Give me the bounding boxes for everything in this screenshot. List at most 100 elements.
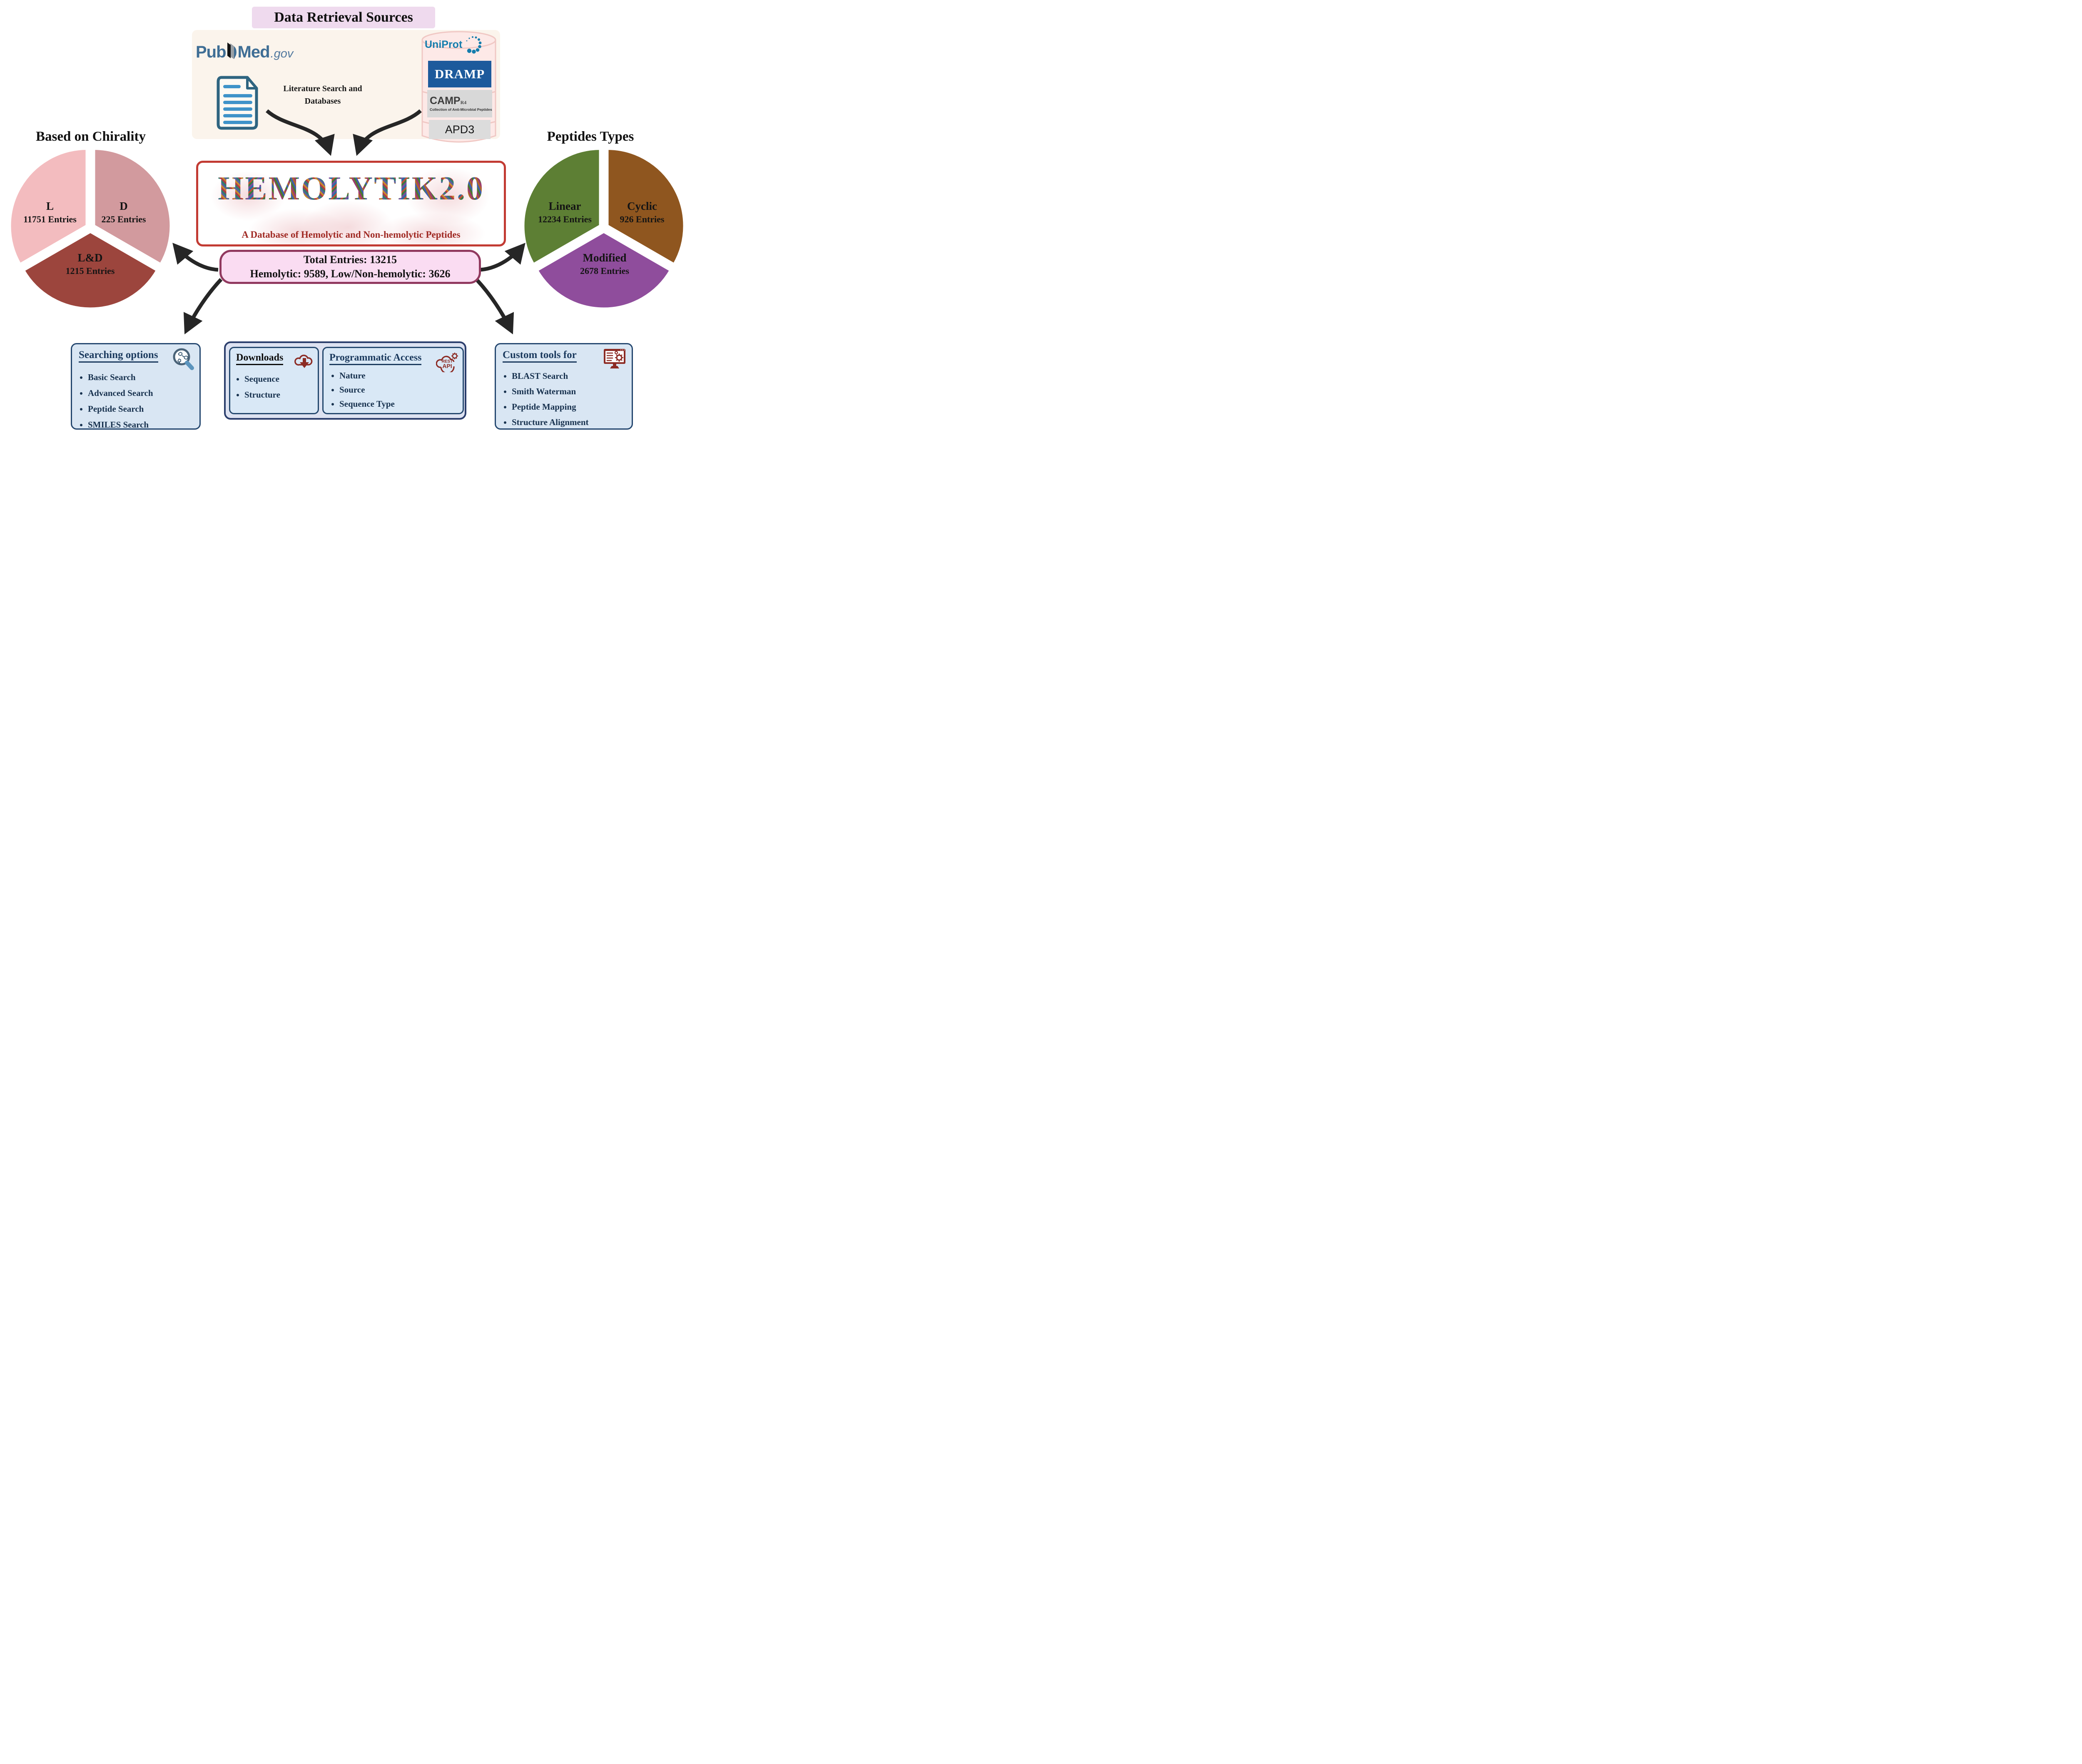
chirality-label-D: D 225 Entries: [92, 199, 155, 226]
types-label-cyclic: Cyclic 926 Entries: [609, 199, 675, 226]
list-item: Nature: [339, 368, 463, 383]
blood-cell-blob: [302, 200, 394, 244]
list-item: Structure: [244, 387, 318, 403]
list-item: Sequence Type: [339, 397, 463, 411]
literature-search-line1: Literature Search and: [283, 84, 362, 93]
logo-letter: Y: [349, 170, 374, 207]
chirality-pie-title: Based on Chirality: [35, 129, 146, 144]
search-molecule-icon: [173, 348, 194, 370]
types-label-linear: Linear 12234 Entries: [530, 199, 599, 226]
blood-cell-blob: [211, 171, 286, 221]
arrow-literature-to-logo: [266, 109, 335, 156]
camp-logo: CAMPR4 Collection of Anti-Microbial Pept…: [427, 90, 492, 117]
list-item: Smith Waterman: [512, 384, 632, 399]
chirality-label-LD: L&D 1215 Entries: [56, 251, 125, 277]
logo-letter: L: [328, 170, 349, 207]
arrow-to-types-pie: [479, 243, 525, 272]
custom-tools-list: BLAST Search Smith Waterman Peptide Mapp…: [512, 368, 632, 430]
cloud-download-icon: [294, 354, 313, 368]
rest-api-icon-text-api: API: [442, 363, 452, 369]
list-item: Basic Search: [88, 369, 199, 385]
programmatic-access-title: Programmatic Access: [329, 352, 422, 365]
list-item: Source: [339, 383, 463, 397]
infographic-canvas: Data Retrieval Sources Pub Med .gov Lite…: [0, 0, 693, 441]
logo-letter: E: [245, 170, 269, 207]
arrow-to-searching-options: [183, 278, 223, 335]
slice-label: D: [120, 200, 128, 212]
slice-entries: 11751 Entries: [23, 214, 77, 224]
logo-letter: H: [218, 170, 245, 207]
total-entries-box: Total Entries: 13215 Hemolytic: 9589, Lo…: [219, 250, 481, 284]
pies-and-arrows-layer: [8, 109, 686, 335]
list-item: BLAST Search: [512, 368, 632, 384]
pubmed-book-icon: [227, 42, 237, 59]
types-slice-linear: [521, 147, 602, 266]
slice-entries: 1215 Entries: [65, 266, 115, 276]
slice-label: Modified: [583, 251, 627, 264]
slice-label: Cyclic: [627, 200, 657, 212]
document-icon: [217, 76, 258, 130]
camp-logo-sub: R4: [460, 100, 467, 105]
programmatic-access-list: Nature Source Sequence Type: [339, 368, 463, 411]
types-slice-modified: [535, 230, 672, 311]
custom-tools-box: Custom tools for: [495, 343, 633, 430]
chirality-slice-D: [92, 147, 173, 266]
blood-cell-blob: [406, 167, 490, 225]
logo-letter: 2: [438, 170, 457, 207]
list-item: SMILES Search: [88, 417, 199, 433]
slice-entries: 926 Entries: [620, 214, 665, 224]
blood-cell-blob: [377, 213, 486, 244]
literature-search-line2: Databases: [304, 97, 341, 106]
uniprot-dots-icon: [466, 36, 482, 54]
hemolytik-logo-box: HEMOLYTIK2.0 A Database of Hemolytic and…: [196, 161, 506, 246]
access-container-box: Downloads Sequence Structure Programmati…: [224, 341, 466, 420]
downloads-box: Downloads Sequence Structure: [229, 347, 319, 414]
uniprot-logo: UniProt: [425, 35, 483, 54]
logo-subtitle: A Database of Hemolytic and Non-hemolyti…: [242, 229, 461, 240]
camp-logo-caption: Collection of Anti-Microbial Peptides: [430, 107, 492, 112]
types-pie: [521, 147, 686, 311]
types-slice-cyclic: [605, 147, 686, 266]
arrow-databases-to-logo: [353, 109, 422, 156]
downloads-list: Sequence Structure: [244, 371, 318, 403]
monitor-gear-icon: [604, 349, 625, 368]
logo-letter: I: [397, 170, 412, 207]
searching-options-title: Searching options: [79, 349, 158, 363]
logo-letter: 0: [466, 170, 484, 207]
arrow-to-chirality-pie: [172, 243, 219, 272]
logo-letter: O: [301, 170, 329, 207]
slice-label: Linear: [548, 200, 581, 212]
list-item: Advanced Search: [88, 385, 199, 401]
pubmed-logo-gov: .gov: [270, 47, 294, 60]
logo-letter: M: [268, 170, 301, 207]
total-entries-line: Total Entries: 13215: [303, 254, 397, 266]
searching-options-list: Basic Search Advanced Search Peptide Sea…: [88, 369, 199, 433]
list-item: Peptide Mapping: [512, 399, 632, 415]
header-title-box: Data Retrieval Sources: [252, 7, 435, 28]
arrow-to-custom-tools: [475, 278, 514, 335]
slice-entries: 12234 Entries: [538, 214, 592, 224]
types-pie-title: Peptides Types: [547, 129, 634, 144]
slice-entries: 2678 Entries: [580, 266, 629, 276]
chirality-pie: [8, 147, 173, 311]
logo-letter: T: [374, 170, 398, 207]
camp-logo-text: CAMP: [430, 95, 461, 107]
pubmed-logo-med: Med: [237, 43, 270, 61]
downloads-title: Downloads: [236, 352, 284, 365]
slice-label: L&D: [77, 251, 103, 264]
apd3-logo-text: APD3: [445, 123, 475, 136]
list-item: Structure Alignment: [512, 415, 632, 430]
list-item: Sequence: [244, 371, 318, 387]
page-title: Data Retrieval Sources: [274, 10, 413, 25]
literature-search-label: Literature Search and Databases: [275, 82, 371, 107]
slice-entries: 225 Entries: [101, 214, 146, 224]
dramp-logo: DRAMP: [428, 61, 491, 87]
logo-letter: .: [456, 170, 466, 207]
programmatic-access-box: Programmatic Access REST API: [322, 347, 464, 414]
list-item: Peptide Search: [88, 401, 199, 417]
dramp-logo-text: DRAMP: [434, 67, 485, 81]
uniprot-logo-text: UniProt: [425, 38, 463, 50]
hemolytic-breakdown-line: Hemolytic: 9589, Low/Non-hemolytic: 3626: [250, 268, 451, 280]
types-label-modified: Modified 2678 Entries: [570, 251, 640, 277]
logo-letter: K: [411, 170, 439, 207]
